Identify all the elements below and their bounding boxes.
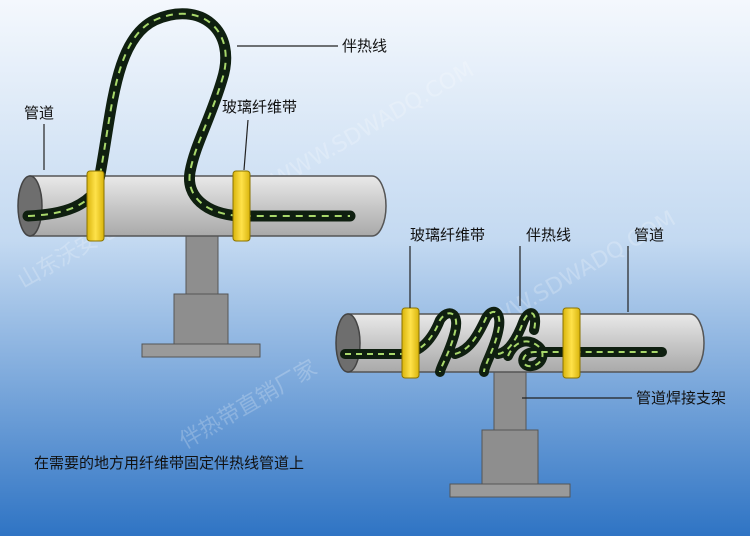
left-support-block xyxy=(173,293,229,345)
left-heat-trace-stripe xyxy=(27,12,350,217)
label-left-pipe: 管道 xyxy=(24,104,54,122)
label-right-pipe: 管道 xyxy=(634,226,664,244)
right-assembly: 玻璃纤维带 伴热线 管道 管道焊接支架 xyxy=(335,226,726,498)
right-heat-trace-stripe xyxy=(345,310,662,373)
leader-left-fiber-tape xyxy=(243,119,249,171)
right-support-block xyxy=(481,429,539,485)
left-support-post xyxy=(185,231,219,295)
right-fiber-tape-1 xyxy=(401,307,420,379)
right-fiber-tape-2 xyxy=(562,307,581,379)
left-assembly: 伴热线 管道 玻璃纤维带 xyxy=(17,8,387,358)
label-left-fiber-tape: 玻璃纤维带 xyxy=(222,98,297,116)
left-fiber-tape-1 xyxy=(86,170,105,242)
right-support-post xyxy=(493,371,527,431)
label-weld-support: 管道焊接支架 xyxy=(636,389,726,407)
right-pipe-end xyxy=(335,313,361,373)
label-left-heat-trace: 伴热线 xyxy=(342,37,387,55)
right-support-base xyxy=(449,483,571,498)
left-pipe-end xyxy=(17,175,43,237)
left-fiber-tape-2 xyxy=(232,170,251,242)
left-support-base xyxy=(141,343,261,358)
label-right-fiber-tape: 玻璃纤维带 xyxy=(410,226,485,244)
diagram-caption: 在需要的地方用纤维带固定伴热线管道上 xyxy=(34,454,304,472)
label-right-heat-trace: 伴热线 xyxy=(526,226,571,244)
